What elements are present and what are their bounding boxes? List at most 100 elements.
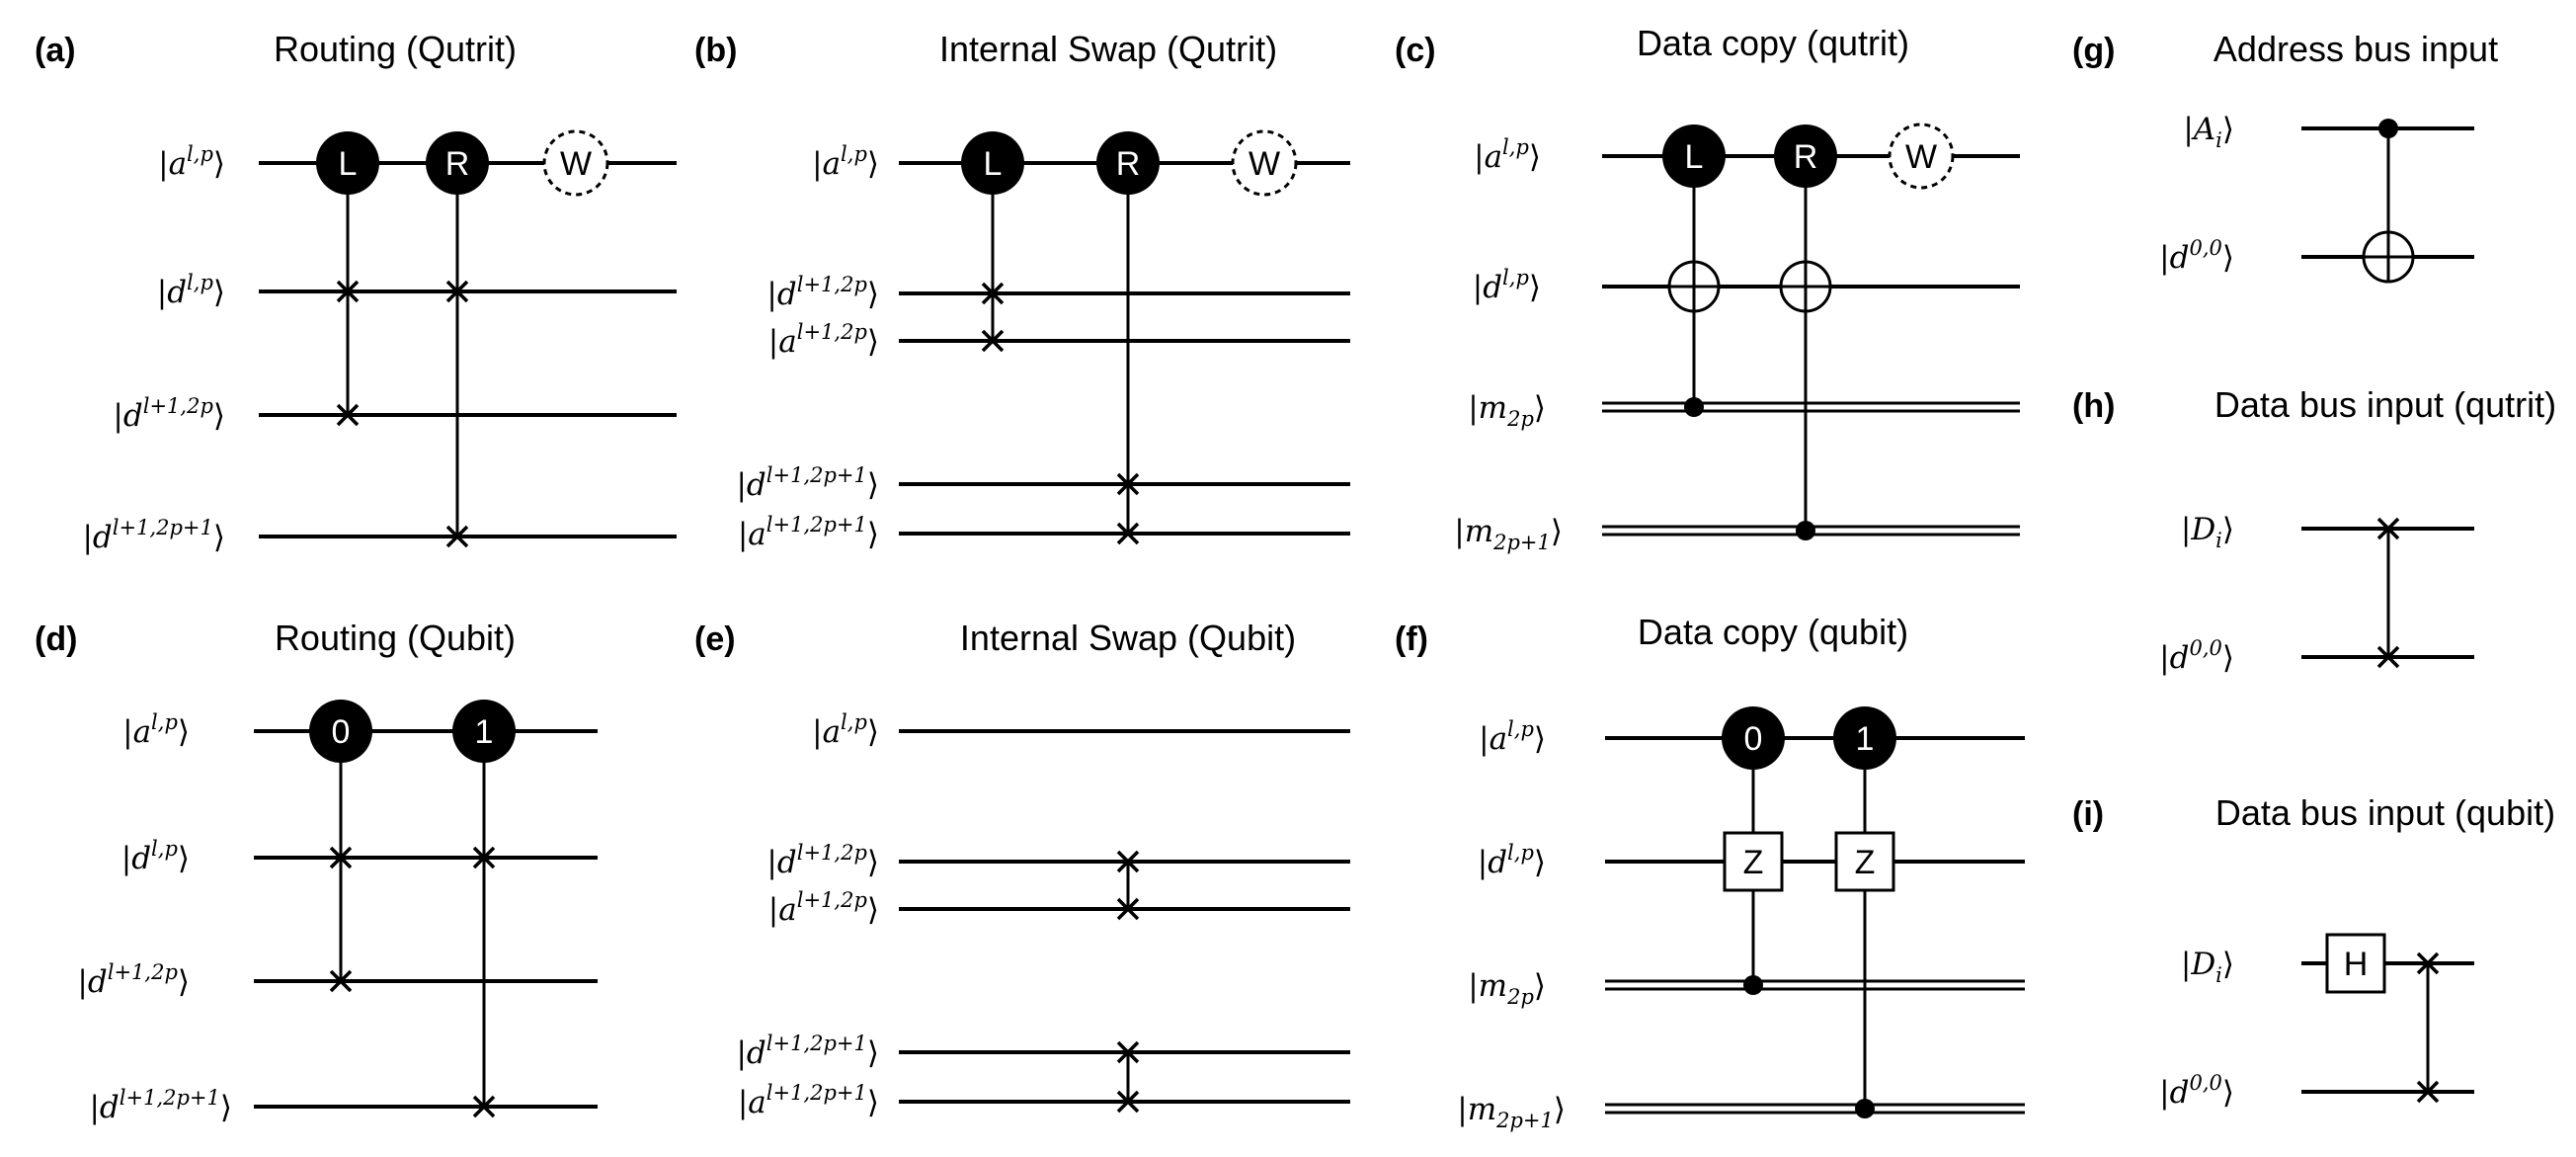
panel-label: (c) [1395, 32, 1436, 69]
panel-title: Routing (Qutrit) [274, 29, 517, 69]
swap-cross-icon [2376, 645, 2400, 669]
swap-cross-icon [1116, 850, 1140, 873]
qubit-label: |m2p+1⟩ [1457, 1092, 1566, 1132]
box-gate [1723, 831, 1784, 892]
qubit-label: |al,p⟩ [812, 710, 879, 750]
control-gate [452, 700, 516, 763]
qubit-label: |dl+1,2p⟩ [766, 841, 879, 880]
swap-cross-icon [1116, 522, 1140, 545]
panel-label: (f) [1395, 620, 1428, 658]
qubit-label: |al+1,2p+1⟩ [738, 1081, 879, 1120]
gate-label: W [1905, 138, 1937, 176]
gate-label: 0 [332, 713, 351, 751]
panel-label: (a) [35, 32, 76, 69]
qubit-label: |Di⟩ [2181, 512, 2234, 552]
panel-label: (b) [694, 32, 737, 69]
control-gate [1833, 706, 1896, 770]
control-gate [1096, 131, 1160, 195]
qubit-label: |dl+1,2p+1⟩ [736, 1032, 879, 1071]
qubit-label: |dl,p⟩ [121, 837, 190, 876]
control-gate [309, 700, 372, 763]
gate-label: 1 [1856, 720, 1875, 758]
gate-label: R [1794, 138, 1818, 176]
swap-cross-icon [1116, 1090, 1140, 1114]
control-gate [426, 131, 489, 195]
swap-cross-icon [472, 846, 496, 869]
cnot-target-icon [2362, 230, 2415, 284]
panel-label: (d) [35, 620, 77, 658]
swap-cross-icon [329, 846, 353, 869]
qubit-label: |d0,0⟩ [2159, 236, 2234, 276]
gate-label: H [2344, 946, 2369, 983]
control-gate [1662, 124, 1726, 188]
swap-cross-icon [2376, 517, 2400, 540]
qubit-label: |dl,p⟩ [157, 271, 225, 310]
swap-cross-icon [329, 969, 353, 993]
qubit-label: |al,p⟩ [812, 142, 879, 182]
panel-title: Data bus input (qubit) [2215, 792, 2555, 833]
qubit-label: |al,p⟩ [122, 710, 190, 750]
gate-label: 1 [475, 713, 494, 751]
qubit-label: |dl+1,2p⟩ [77, 960, 190, 1000]
gate-label: R [445, 145, 470, 183]
qubit-label: |al,p⟩ [1479, 717, 1546, 757]
swap-cross-icon [445, 525, 469, 548]
box-gate [2325, 933, 2386, 994]
cnot-target-icon [1779, 260, 1832, 313]
swap-cross-icon [1116, 897, 1140, 921]
panel-title: Data bus input (qutrit) [2214, 384, 2556, 425]
qubit-label: |dl+1,2p+1⟩ [89, 1086, 232, 1125]
w-gate [542, 129, 609, 197]
qubit-label: |Ai⟩ [2183, 112, 2234, 152]
control-gate [1722, 706, 1785, 770]
qubit-label: |d0,0⟩ [2159, 636, 2234, 676]
gate-label: L [984, 145, 1003, 183]
qubit-label: |dl+1,2p⟩ [113, 394, 225, 434]
swap-cross-icon [2416, 1080, 2440, 1104]
panel-title: Internal Swap (Qubit) [960, 618, 1296, 658]
swap-cross-icon [1116, 472, 1140, 496]
qubit-label: |al+1,2p+1⟩ [738, 513, 879, 552]
swap-cross-icon [336, 280, 360, 303]
swap-cross-icon [336, 403, 360, 427]
swap-cross-icon [445, 280, 469, 303]
swap-cross-icon [2416, 951, 2440, 975]
panel-label: (e) [694, 620, 736, 658]
qubit-label: |Di⟩ [2181, 947, 2234, 987]
cnot-target-icon [1667, 260, 1721, 313]
qubit-label: |dl,p⟩ [1478, 841, 1546, 880]
w-gate [1888, 123, 1955, 190]
gate-label: W [560, 145, 592, 183]
gate-label: R [1116, 145, 1141, 183]
qubit-label: |al,p⟩ [158, 142, 225, 182]
control-dot-icon [1796, 521, 1815, 540]
control-dot-icon [2378, 119, 2398, 138]
qubit-label: |m2p⟩ [1468, 390, 1546, 431]
qubit-label: |al+1,2p⟩ [768, 888, 879, 928]
control-gate [316, 131, 379, 195]
panel-title: Routing (Qubit) [275, 618, 516, 658]
control-gate [961, 131, 1024, 195]
qubit-label: |dl+1,2p⟩ [766, 273, 879, 312]
swap-cross-icon [1116, 1040, 1140, 1064]
swap-cross-icon [981, 282, 1005, 305]
qubit-label: |dl+1,2p+1⟩ [82, 516, 225, 555]
gate-label: Z [1743, 844, 1764, 881]
control-gate [1774, 124, 1837, 188]
control-dot-icon [1855, 1099, 1875, 1118]
qubit-label: |dl,p⟩ [1473, 266, 1541, 305]
gate-label: 0 [1744, 720, 1763, 758]
gate-label: L [339, 145, 358, 183]
qubit-label: |dl+1,2p+1⟩ [736, 463, 879, 503]
gate-label: Z [1855, 844, 1876, 881]
box-gate [1834, 831, 1895, 892]
gate-label: L [1685, 138, 1704, 176]
panel-title: Internal Swap (Qutrit) [939, 29, 1277, 69]
panel-title: Data copy (qutrit) [1637, 23, 1909, 63]
qubit-label: |m2p+1⟩ [1454, 514, 1563, 554]
control-dot-icon [1743, 975, 1763, 995]
panel-label: (h) [2072, 387, 2115, 425]
qubit-label: |m2p⟩ [1468, 968, 1546, 1009]
panel-label: (i) [2072, 795, 2104, 833]
